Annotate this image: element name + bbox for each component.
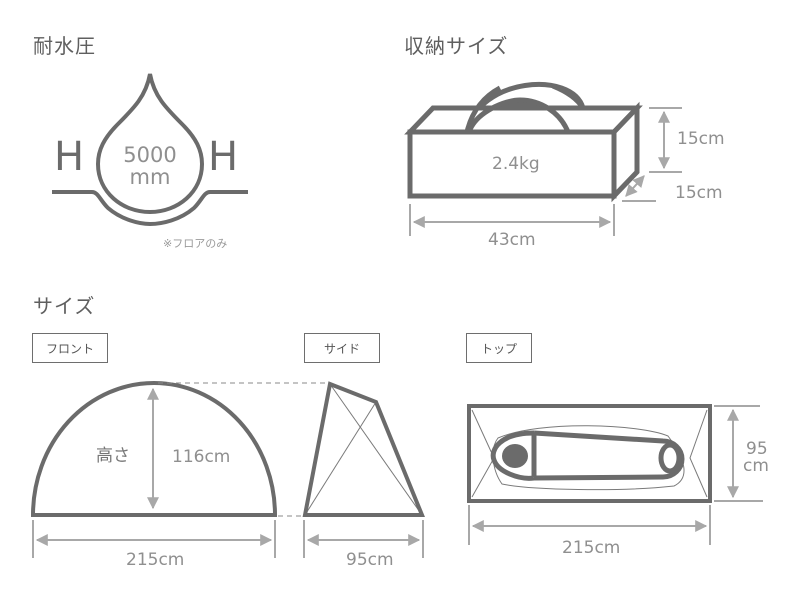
- floor-only-note: ※フロアのみ: [163, 237, 228, 250]
- top-view-label: トップ: [466, 333, 532, 363]
- left-h-letter: H: [54, 134, 85, 180]
- packed-size-heading: 収納サイズ: [404, 34, 509, 58]
- front-height-value: 116cm: [172, 447, 231, 467]
- bag-dimension-lines: [409, 107, 682, 236]
- packed-height: 15cm: [677, 129, 725, 149]
- front-width-value: 215cm: [126, 550, 185, 570]
- water-drop-icon: [52, 73, 248, 227]
- storage-bag-icon: [404, 81, 643, 203]
- right-h-letter: H: [208, 134, 239, 180]
- size-heading: サイズ: [33, 294, 96, 318]
- top-depth-unit: cm: [743, 456, 769, 476]
- water-resistance-heading: 耐水圧: [33, 34, 96, 58]
- packed-width: 43cm: [488, 230, 536, 250]
- top-width-value: 215cm: [562, 538, 621, 558]
- water-resistance-unit: mm: [129, 165, 171, 189]
- front-view-tent-icon: [30, 381, 325, 558]
- packed-depth: 15cm: [675, 183, 723, 203]
- side-width-value: 95cm: [346, 550, 394, 570]
- front-height-label: 高さ: [96, 446, 130, 466]
- top-depth-number: 95: [746, 439, 768, 459]
- front-view-label: フロント: [32, 333, 108, 363]
- top-view-tent-icon: [467, 404, 763, 545]
- sleeping-bag-icon: [490, 430, 685, 481]
- water-resistance-value: 5000: [123, 143, 177, 167]
- packed-weight: 2.4kg: [492, 154, 540, 174]
- side-view-tent-icon: [302, 381, 425, 558]
- side-view-label: サイド: [304, 333, 380, 363]
